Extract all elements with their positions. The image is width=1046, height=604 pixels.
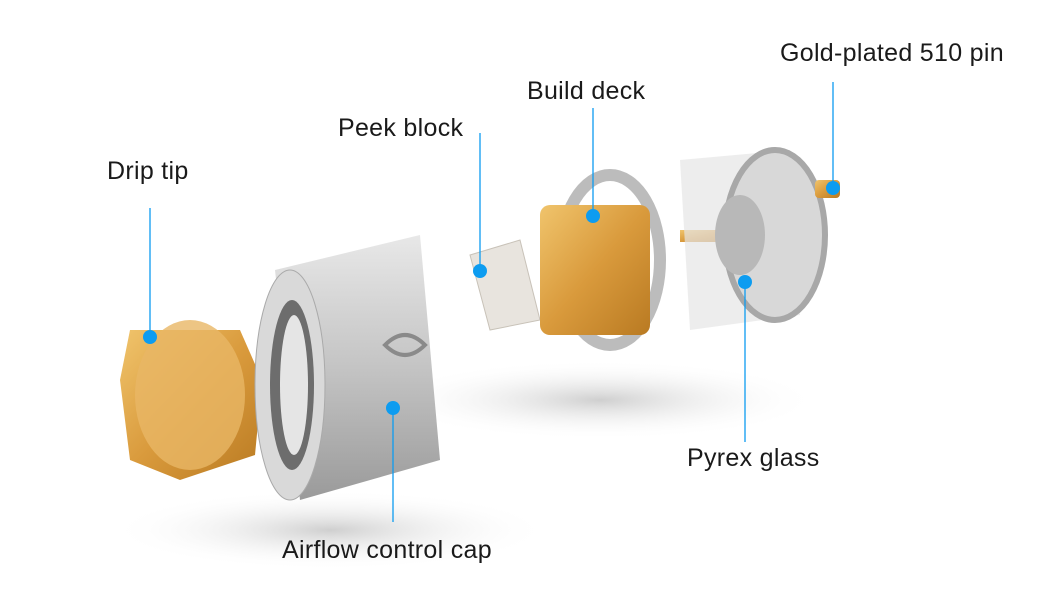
- label-peek-block: Peek block: [338, 114, 464, 142]
- pyrex-glass-part: [680, 147, 828, 330]
- shadow: [110, 490, 550, 570]
- shadow: [380, 360, 820, 440]
- callout-dot-drip: [143, 330, 157, 344]
- callout-dot-cap: [386, 401, 400, 415]
- label-gold-pin: Gold-plated 510 pin: [780, 39, 1004, 67]
- airflow-cap-part: [254, 235, 440, 501]
- callout-dot-deck: [586, 209, 600, 223]
- callout-lines: [149, 82, 834, 522]
- callout-dot-peek: [473, 264, 487, 278]
- callout-dot-glass: [738, 275, 752, 289]
- label-airflow-cap: Airflow control cap: [282, 536, 492, 564]
- label-drip-tip: Drip tip: [107, 157, 189, 185]
- label-build-deck: Build deck: [527, 77, 646, 105]
- label-pyrex-glass: Pyrex glass: [687, 444, 820, 472]
- callout-dot-pin: [826, 181, 840, 195]
- drip-tip-part: [120, 320, 262, 480]
